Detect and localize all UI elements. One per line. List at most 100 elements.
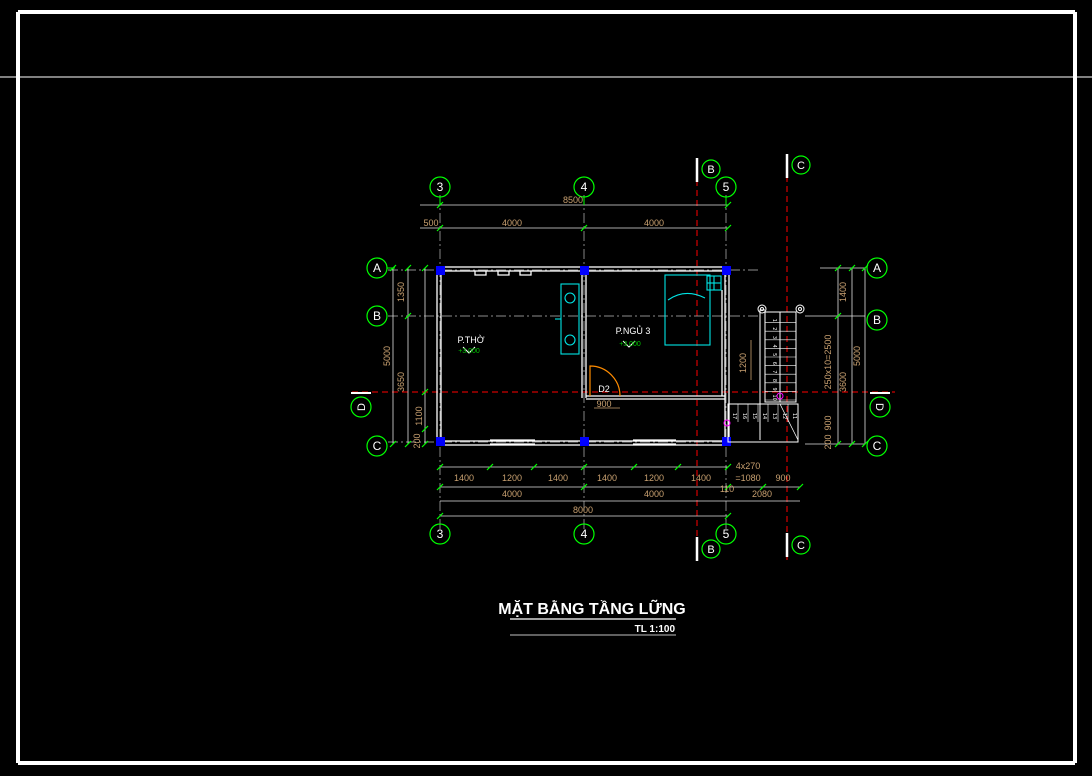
stair-step-number: 12	[781, 413, 787, 419]
dimension-ticks	[389, 201, 869, 520]
door-tag-d2: D2	[598, 384, 610, 394]
stair-step-number: 16	[741, 413, 747, 419]
level-markers	[462, 340, 636, 354]
dim-bot-1400-c: 1400	[597, 473, 617, 483]
bed-furniture	[664, 274, 722, 346]
dim-top-4000-b: 4000	[644, 218, 664, 228]
grid-bubble-b-right: B	[866, 309, 888, 331]
grid-label-b-right: B	[873, 313, 881, 327]
grid-label-c: C	[373, 439, 382, 453]
dim-bot-1400-d: 1400	[691, 473, 711, 483]
red-axes	[352, 156, 895, 560]
dim-left-1100: 1100	[414, 406, 424, 425]
dim-top-total: 8500	[563, 195, 583, 205]
dim-right-200: 200	[823, 434, 833, 449]
dim-left-3650: 3650	[396, 372, 406, 392]
stair-step-number: 1	[771, 319, 777, 322]
room-level-bedroom-3: +3.000	[619, 341, 641, 348]
dim-left-1350: 1350	[396, 282, 406, 302]
door-d2	[589, 365, 621, 397]
window-mark	[594, 340, 752, 409]
stair-step-number: 2	[771, 327, 777, 330]
window-height: 1200	[738, 353, 748, 373]
grid-bubble-b-left: B	[366, 305, 388, 327]
room-level-worship: +3.000	[458, 348, 480, 355]
dim-left-5000: 5000	[382, 346, 392, 366]
stair-step-number: 10	[771, 395, 777, 401]
grid-label-c-right: C	[873, 439, 882, 453]
grid-bubble-5-top: 5	[715, 176, 737, 205]
stair-step-number: 5	[771, 353, 777, 356]
dimension-lines	[392, 204, 866, 517]
dim-stair-count: 4x270	[736, 461, 761, 471]
stair-step-number: 11	[791, 413, 797, 419]
section-label-d-right: D	[873, 403, 885, 411]
dim-stair-length: =1080	[735, 473, 760, 483]
dim-bot-1400-a: 1400	[454, 473, 474, 483]
grid-label-b: B	[373, 309, 381, 323]
dim-stair-2080: 2080	[752, 489, 772, 499]
grid-bubble-5-bottom: 5	[715, 523, 737, 545]
section-marker-c-top: C	[785, 154, 811, 178]
section-marker-b-bottom: B	[695, 537, 721, 561]
section-label-c-top: C	[797, 160, 805, 172]
grid-label-3: 3	[437, 180, 444, 194]
dim-bot-1200-a: 1200	[502, 473, 522, 483]
section-bubble-d-right: D	[869, 392, 891, 418]
dim-right-stair: 250x10=2500	[823, 335, 833, 390]
stair-arrow	[723, 392, 784, 427]
dim-bot-4000-b: 4000	[644, 489, 664, 499]
stair-step-number: 8	[771, 379, 777, 382]
grid-bubble-4-top: 4	[573, 176, 595, 205]
grid-bubble-4-bottom: 4	[573, 523, 595, 545]
drawing-scale: TL 1:100	[635, 624, 676, 635]
grid-bubble-c-right: C	[866, 435, 888, 457]
grid-bubble-3-bottom: 3	[429, 523, 451, 545]
room-label-bedroom-3: P.NGỦ 3	[616, 325, 651, 336]
stair-step-number: 17	[731, 413, 737, 419]
section-label-d-left: D	[356, 403, 368, 411]
grid-bubble-3-top: 3	[429, 176, 451, 205]
altar-furniture	[555, 283, 580, 355]
stair-step-number: 15	[751, 413, 757, 419]
grid-label-4: 4	[581, 180, 588, 194]
dim-bot-total: 8000	[573, 505, 593, 515]
grid-bubble-c-left: C	[366, 435, 388, 457]
section-label-c-bottom: C	[797, 540, 805, 552]
dim-stair-900: 900	[775, 473, 790, 483]
stair-landing-diagonal	[779, 403, 799, 441]
grid-label-a-right: A	[873, 261, 881, 275]
dim-stair-110: 110	[720, 484, 734, 494]
grid-label-4b: 4	[581, 527, 588, 541]
dim-right-1400: 1400	[838, 282, 848, 302]
grid-bubble-a-left: A	[366, 257, 395, 279]
grid-label-a: A	[373, 261, 381, 275]
stair-step-number: 4	[771, 345, 777, 348]
dim-bot-4000-a: 4000	[502, 489, 522, 499]
stair-step-number: 13	[771, 413, 777, 419]
section-label-b-bottom: B	[707, 544, 714, 556]
stair-step-number: 6	[771, 362, 777, 365]
section-label-b-top: B	[707, 164, 714, 176]
grid-label-5b: 5	[723, 527, 730, 541]
section-marker-c-bottom: C	[785, 533, 811, 557]
dim-top-500: 500	[423, 218, 438, 228]
dim-top-4000-a: 4000	[502, 218, 522, 228]
grid-bubble-a-right: A	[866, 257, 888, 279]
dim-right-5000: 5000	[852, 346, 862, 366]
dim-right-900: 900	[823, 415, 833, 430]
drawing-title: MẶT BẰNG TẦNG LỮNG	[498, 598, 685, 618]
stair-step-number: 9	[771, 388, 777, 391]
dim-right-3600: 3600	[838, 372, 848, 392]
room-label-worship: P.THỜ	[457, 335, 484, 345]
dim-bot-1200-b: 1200	[644, 473, 664, 483]
section-bubble-d-left: D	[350, 392, 372, 418]
door-width: 900	[596, 399, 611, 409]
axis-lines	[388, 195, 760, 530]
dim-bot-1400-b: 1400	[548, 473, 568, 483]
dim-left-200: 200	[412, 433, 422, 448]
grid-label-5: 5	[723, 180, 730, 194]
stair-step-number: 14	[761, 413, 767, 419]
